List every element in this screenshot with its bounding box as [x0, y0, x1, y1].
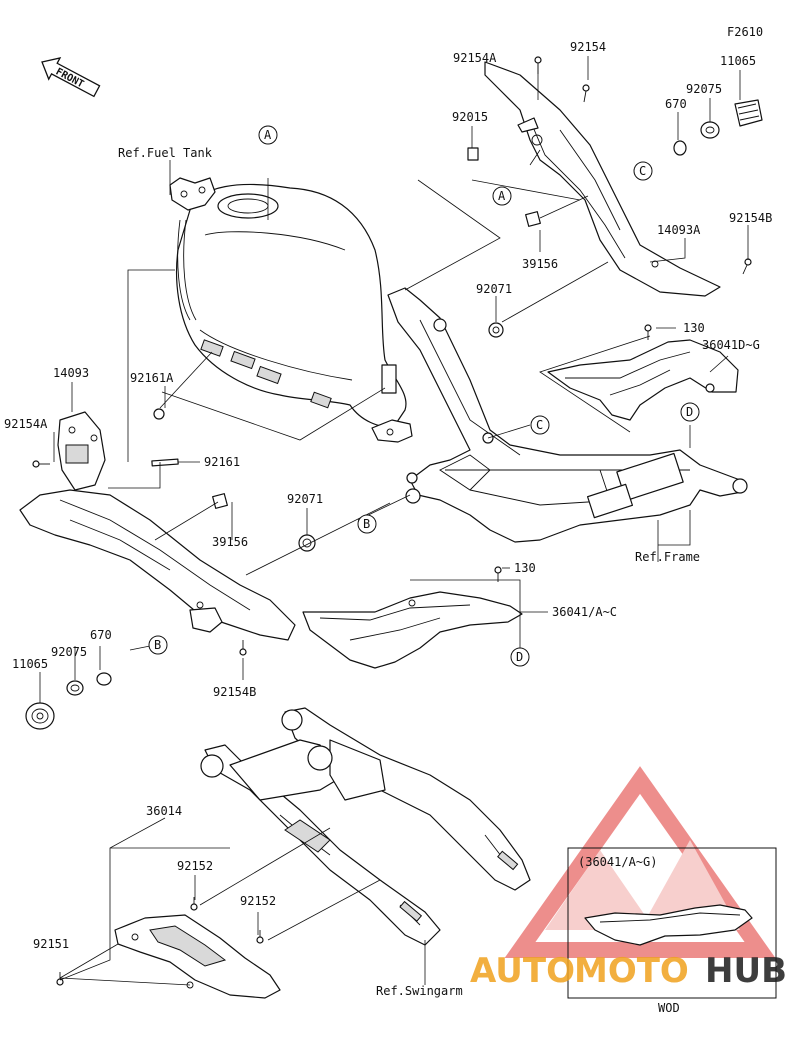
- part-label: 92161: [204, 455, 240, 469]
- part-label: 670: [90, 628, 112, 642]
- part-label: 92075: [686, 82, 722, 96]
- o-ring-670-left-icon: [96, 672, 112, 686]
- part-label: 36014: [146, 804, 182, 818]
- part-label: 92075: [51, 645, 87, 659]
- part-label: 92154A: [453, 51, 497, 65]
- front-arrow-icon: FRONT: [41, 57, 101, 98]
- svg-text:A: A: [498, 189, 506, 203]
- svg-text:D: D: [516, 650, 523, 664]
- part-label: 130: [514, 561, 536, 575]
- part-label: 11065: [720, 54, 756, 68]
- callout-D-lower: D: [510, 647, 530, 667]
- pad-39156-right-icon: [525, 211, 541, 227]
- part-label: 36041/A~C: [552, 605, 617, 619]
- figure-code: F2610: [727, 25, 763, 39]
- part-label: 92154B: [213, 685, 256, 699]
- part-label: 92071: [476, 282, 512, 296]
- part-label: 92154A: [4, 417, 48, 431]
- callout-C-frame: C: [530, 415, 550, 435]
- hardware: [25, 56, 763, 986]
- grommet-11065-left-icon: [25, 702, 55, 730]
- chain-cover: [114, 914, 281, 999]
- svg-text:B: B: [363, 517, 370, 531]
- ref-frame-label: Ref.Frame: [635, 550, 700, 564]
- ref-fuel-tank-label: Ref.Fuel Tank: [118, 146, 213, 160]
- right-side-cover: [484, 61, 721, 297]
- grommet-92071-mid-icon: [488, 322, 504, 338]
- svg-text:C: C: [639, 164, 646, 178]
- part-label: 670: [665, 97, 687, 111]
- part-label: 36041D~G: [702, 338, 760, 352]
- part-label: 92161A: [130, 371, 174, 385]
- part-label: 92154: [570, 40, 606, 54]
- damper-92161A-icon: [153, 408, 165, 420]
- part-label: 11065: [12, 657, 48, 671]
- svg-text:HUB: HUB: [705, 951, 787, 991]
- callout-D-frame: D: [680, 402, 700, 422]
- o-ring-670-right-icon: [673, 140, 687, 156]
- swingarm: [200, 707, 531, 946]
- lower-rear-cover: [302, 591, 523, 669]
- svg-text:AUTO: AUTO: [470, 951, 575, 991]
- part-label: 92071: [287, 492, 323, 506]
- part-label: 14093: [53, 366, 89, 380]
- part-label: 92151: [33, 937, 69, 951]
- callout-B-left: B: [148, 635, 168, 655]
- collar-92075-left-icon: [66, 680, 84, 696]
- part-label: 14093A: [657, 223, 701, 237]
- pad-39156-left-icon: [212, 493, 228, 509]
- callout-A-cover: A: [492, 186, 512, 206]
- leader-lines: [39, 56, 749, 986]
- fuel-tank: [169, 177, 413, 443]
- callout-B-frame: B: [357, 514, 377, 534]
- svg-text:C: C: [536, 418, 543, 432]
- grommet-11065-right-icon: [734, 99, 763, 127]
- bolt-icons: [32, 56, 752, 986]
- part-label: 39156: [522, 257, 558, 271]
- collar-92075-right-icon: [700, 121, 720, 139]
- svg-text:D: D: [686, 405, 693, 419]
- callout-C-right: C: [633, 161, 653, 181]
- svg-text:MOTO: MOTO: [574, 951, 689, 991]
- part-label: 39156: [212, 535, 248, 549]
- inset-caption: WOD: [658, 1001, 680, 1015]
- part-label: 130: [683, 321, 705, 335]
- watermark-text: AUTO MOTO HUB: [470, 951, 787, 991]
- upper-rear-cover: [547, 339, 739, 421]
- part-label: 92154B: [729, 211, 772, 225]
- nut-92015-icon: [467, 147, 479, 161]
- inset-box: (36041/A~G) WOD: [567, 847, 777, 1015]
- grommet-92071-left-icon: [298, 534, 316, 552]
- inset-title: (36041/A~G): [578, 855, 657, 869]
- part-label: 92152: [240, 894, 276, 908]
- part-label: 92152: [177, 859, 213, 873]
- part-label: 92015: [452, 110, 488, 124]
- frame: [387, 287, 748, 543]
- left-side-cover: [19, 411, 296, 641]
- callout-A-top: A: [258, 125, 278, 145]
- svg-text:B: B: [154, 638, 161, 652]
- svg-text:A: A: [264, 128, 272, 142]
- pad-92161-icon: [151, 458, 179, 467]
- ref-swingarm-label: Ref.Swingarm: [376, 984, 463, 998]
